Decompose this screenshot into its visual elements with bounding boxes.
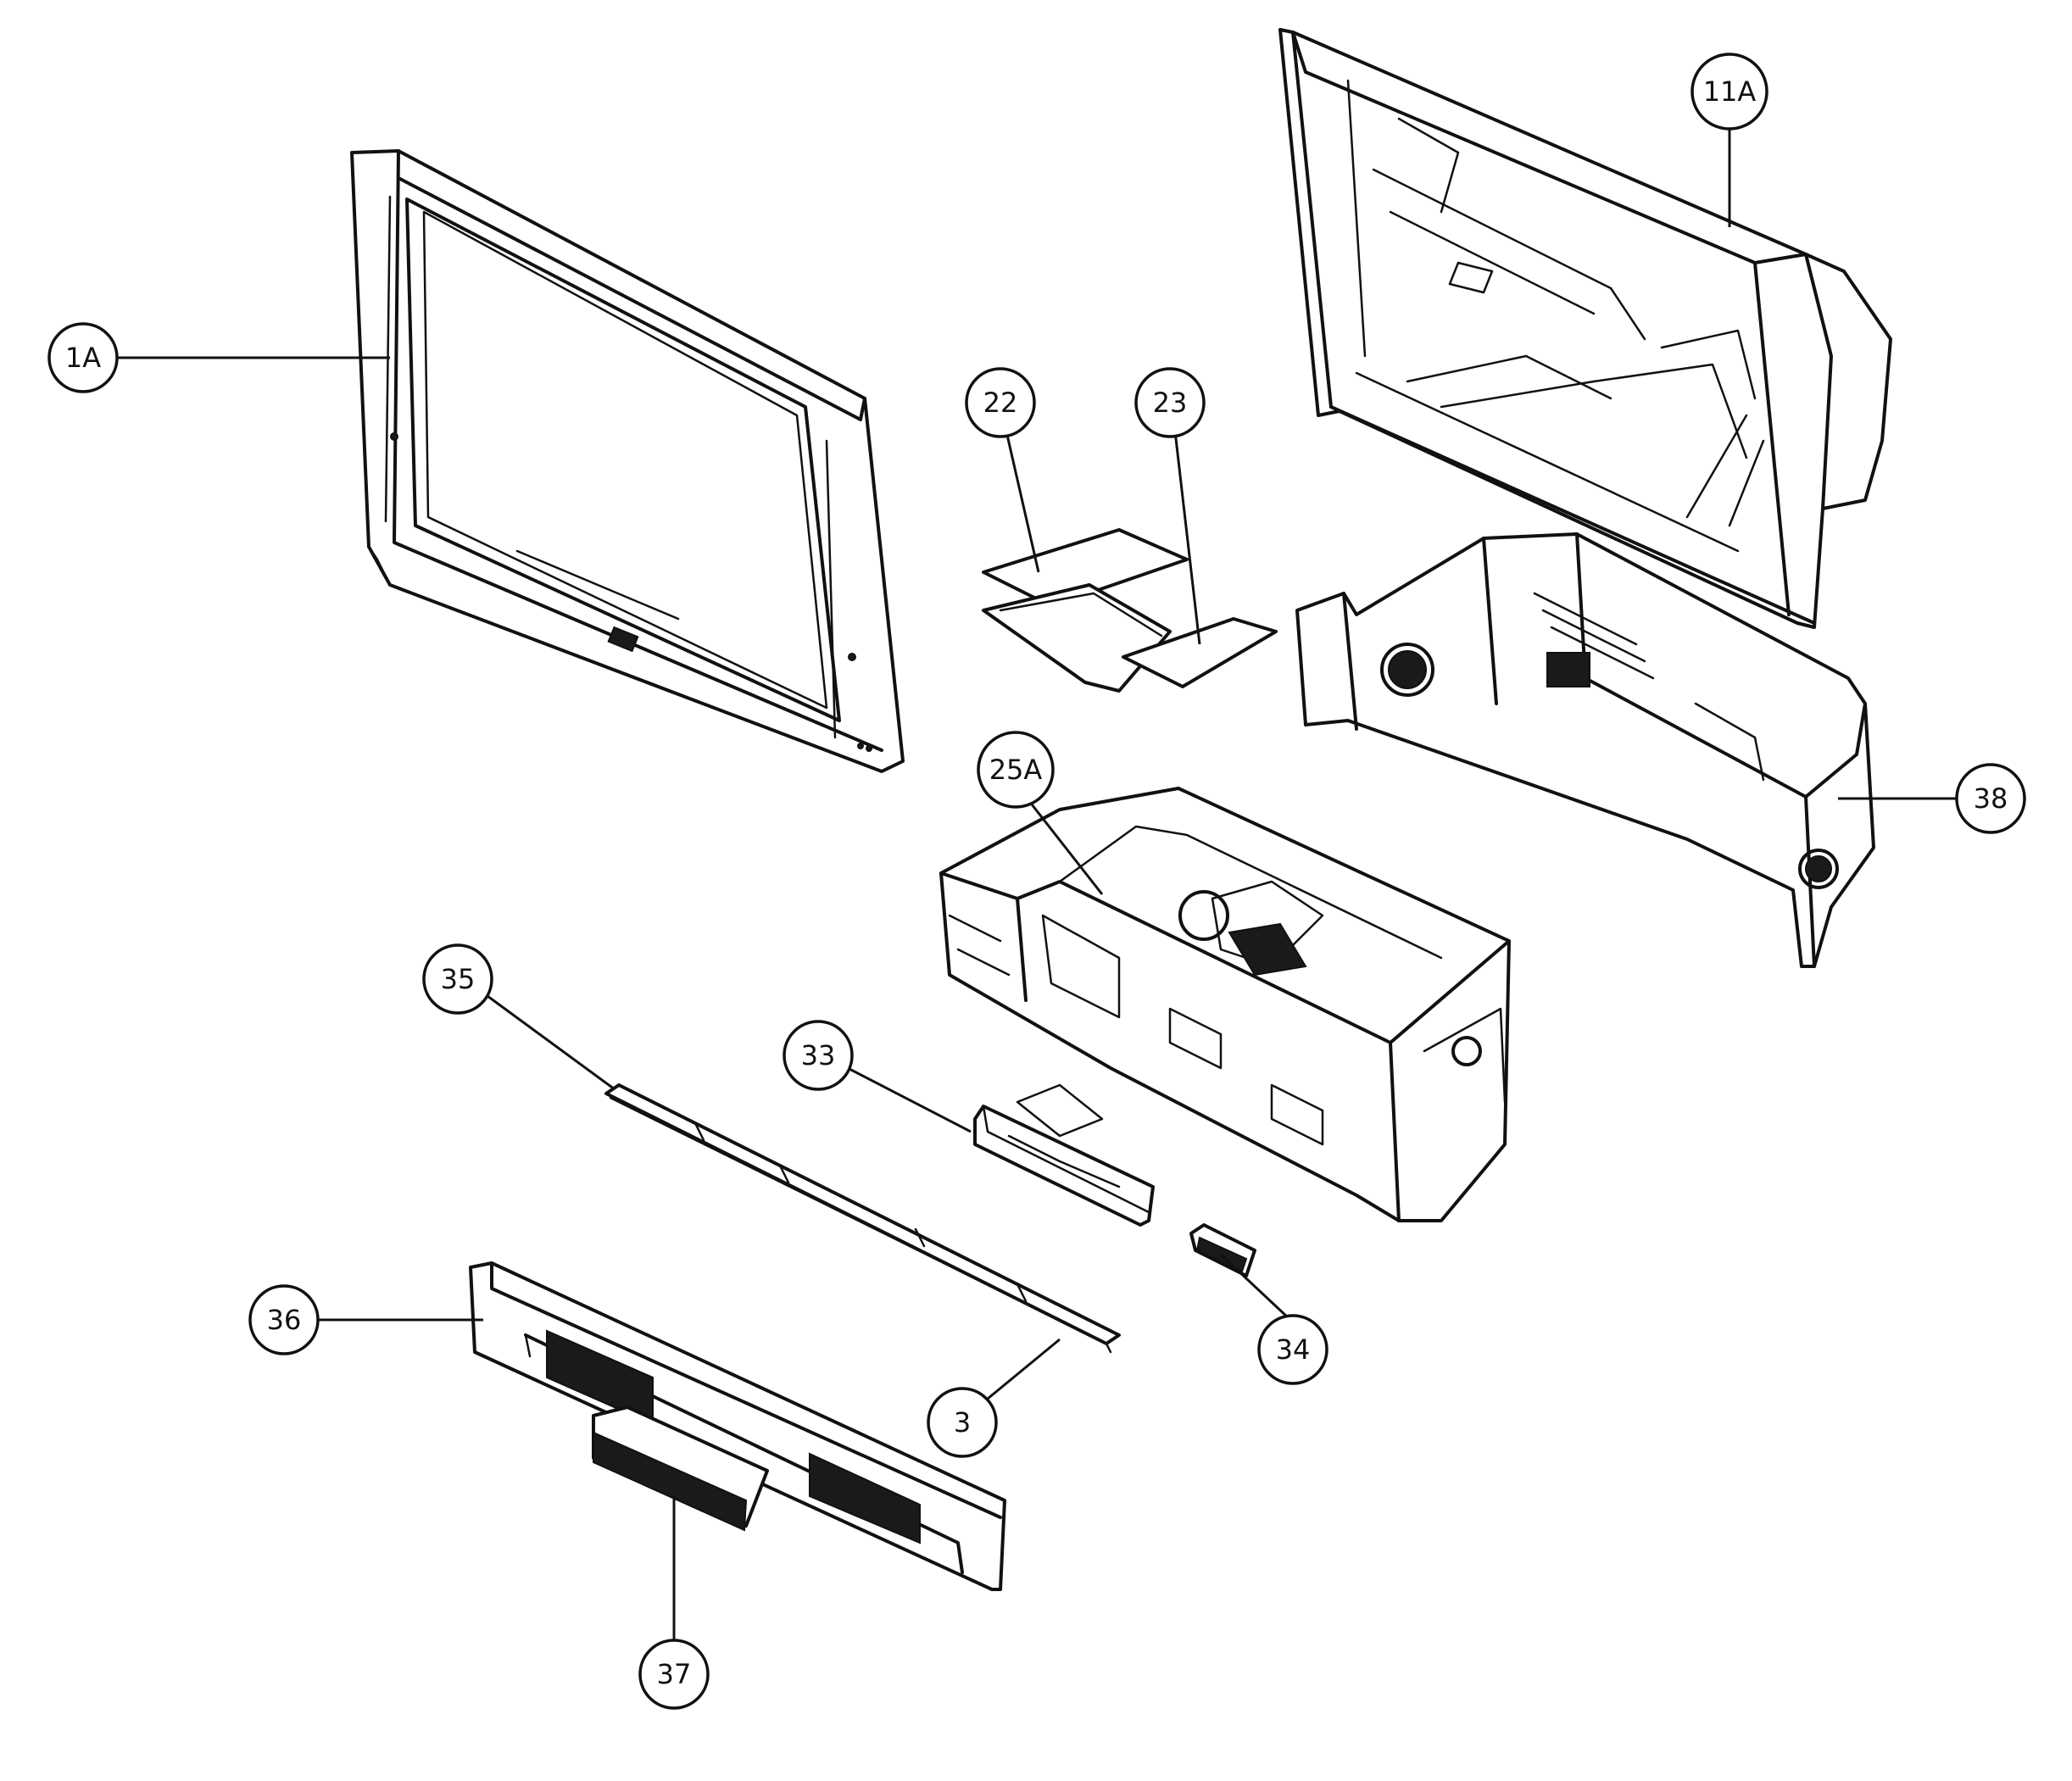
callout-38: 38: [1955, 763, 2026, 834]
svg-text:3: 3: [954, 1406, 971, 1439]
svg-text:33: 33: [801, 1039, 836, 1071]
callout-36: 36: [248, 1284, 320, 1355]
svg-text:11A: 11A: [1703, 75, 1757, 108]
part-rear-cabinet: [1278, 28, 1892, 629]
svg-text:35: 35: [441, 963, 476, 995]
svg-text:36: 36: [267, 1304, 302, 1336]
part-22-sheet: [982, 528, 1189, 608]
leader-23: [1172, 423, 1201, 645]
callout-22: 22: [965, 367, 1036, 438]
part-37-grille-insert: [592, 1405, 769, 1532]
part-front-bezel: [350, 149, 905, 773]
svg-text:1A: 1A: [65, 342, 101, 374]
callouts: 1A 11A 22 23 25A 38 35 33: [47, 53, 2026, 1710]
part-23-tray: [982, 583, 1278, 693]
leader-35: [487, 994, 615, 1091]
svg-text:38: 38: [1974, 782, 2008, 815]
leader-25a: [1024, 796, 1104, 895]
part-35-rail: [604, 1083, 1121, 1354]
svg-text:34: 34: [1276, 1333, 1311, 1366]
part-25a-chassis: [939, 787, 1511, 1222]
leader-22: [1003, 423, 1040, 573]
callout-23: 23: [1134, 367, 1206, 438]
svg-text:23: 23: [1153, 387, 1188, 419]
part-33-control-board: [973, 1083, 1155, 1227]
leader-33: [847, 1066, 972, 1133]
leader-3: [987, 1338, 1061, 1400]
part-38-lower-housing: [1295, 532, 1875, 968]
callout-35: 35: [422, 943, 493, 1015]
svg-text:22: 22: [983, 387, 1018, 419]
callout-11a: 11A: [1690, 53, 1768, 131]
callout-33: 33: [783, 1020, 854, 1091]
leader-34: [1219, 1253, 1290, 1320]
leader-lines: [117, 110, 1957, 1645]
svg-text:37: 37: [657, 1658, 692, 1690]
part-36-speaker-panel: [469, 1261, 1006, 1591]
callout-3: 3: [927, 1387, 998, 1458]
svg-text:25A: 25A: [989, 754, 1043, 786]
callout-37: 37: [638, 1639, 710, 1710]
callout-1a: 1A: [47, 322, 119, 393]
part-34-module: [1189, 1223, 1256, 1277]
callout-25a: 25A: [977, 731, 1055, 809]
callout-34: 34: [1257, 1314, 1328, 1385]
